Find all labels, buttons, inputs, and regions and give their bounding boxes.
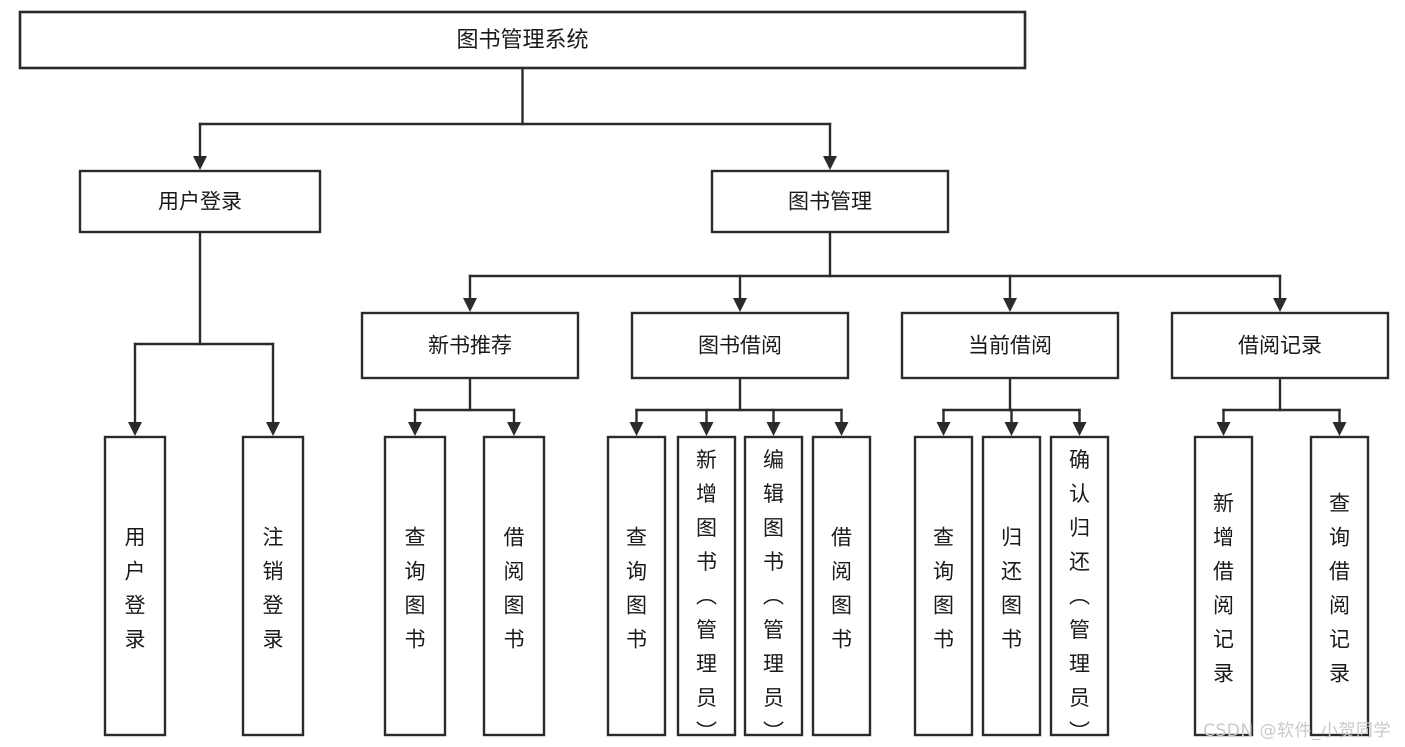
node-new-book-recommend[interactable]: 新书推荐 [360,311,580,380]
node-label-leaf-add-book: 新增图书︵管理员︶ [696,448,717,744]
edge-group-current-borrow [936,376,1087,436]
arrow-head-icon [408,422,422,436]
edge-group-borrow-record [1216,376,1347,436]
node-box-current-borrow [900,311,1120,380]
node-leaf-edit-book[interactable]: 编辑图书︵管理员︶ [743,435,804,744]
node-book-manage[interactable]: 图书管理 [710,169,950,234]
node-leaf-confirm-return[interactable]: 确认归还︵管理员︶ [1049,435,1110,744]
arrow-head-icon [1216,422,1231,436]
node-label-current-borrow: 当前借阅 [968,334,1052,358]
node-label-leaf-edit-book: 编辑图书︵管理员︶ [763,448,784,744]
node-leaf-add-book[interactable]: 新增图书︵管理员︶ [676,435,737,744]
arrow-head-icon [936,422,951,436]
node-box-leaf-query-record [1309,435,1370,737]
node-leaf-query-book-3[interactable]: 查询图书 [913,435,974,737]
node-box-leaf-add-record [1193,435,1254,737]
node-box-leaf-return-book [981,435,1042,737]
node-box-root [18,10,1027,70]
node-box-user-login [78,169,322,234]
arrow-head-icon [823,156,837,170]
arrow-head-icon [266,422,280,436]
node-label-leaf-borrow-book-2: 借阅图书 [831,526,852,652]
arrow-head-icon [1004,422,1019,436]
edge-group-new-book-recommend [408,376,521,436]
arrow-head-icon [128,422,142,436]
node-leaf-user-login[interactable]: 用户登录 [103,435,167,737]
node-label-book-borrow: 图书借阅 [698,334,782,358]
node-box-leaf-edit-book [743,435,804,737]
node-label-new-book-recommend: 新书推荐 [428,334,512,358]
node-box-leaf-query-book-1 [383,435,447,737]
edge-group-book-manage [463,230,1287,312]
node-box-leaf-logout [241,435,305,737]
node-box-leaf-confirm-return [1049,435,1110,737]
node-label-leaf-return-book: 归还图书 [1001,526,1022,652]
arrow-head-icon [193,156,207,170]
edge-group-book-borrow [629,376,849,436]
node-leaf-query-book-2[interactable]: 查询图书 [606,435,667,737]
node-box-book-borrow [630,311,850,380]
node-box-borrow-record [1170,311,1390,380]
node-leaf-query-book-1[interactable]: 查询图书 [383,435,447,737]
arrow-head-icon [507,422,521,436]
node-root[interactable]: 图书管理系统 [18,10,1027,70]
arrow-head-icon [1003,298,1017,312]
arrow-head-icon [1273,298,1287,312]
node-label-borrow-record: 借阅记录 [1238,334,1322,358]
node-user-login[interactable]: 用户登录 [78,169,322,234]
node-box-leaf-query-book-3 [913,435,974,737]
node-label-root: 图书管理系统 [456,28,588,53]
arrow-head-icon [463,298,477,312]
node-box-leaf-user-login [103,435,167,737]
node-box-leaf-add-book [676,435,737,737]
node-label-leaf-user-login: 用户登录 [125,526,146,652]
nodes-layer: 图书管理系统用户登录图书管理新书推荐图书借阅当前借阅借阅记录用户登录注销登录查询… [18,10,1390,744]
node-leaf-query-record[interactable]: 查询借阅记录 [1309,435,1370,737]
arrow-head-icon [1072,422,1087,436]
node-label-leaf-query-record: 查询借阅记录 [1329,492,1350,686]
node-label-user-login: 用户登录 [158,190,242,214]
csdn-watermark: CSDN @软件_小贺同学 [1203,721,1391,741]
node-label-book-manage: 图书管理 [788,190,872,214]
node-leaf-return-book[interactable]: 归还图书 [981,435,1042,737]
arrow-head-icon [834,422,849,436]
node-label-leaf-add-record: 新增借阅记录 [1213,492,1234,686]
node-box-leaf-query-book-2 [606,435,667,737]
node-box-new-book-recommend [360,311,580,380]
node-label-leaf-borrow-book-1: 借阅图书 [504,526,525,652]
node-leaf-logout[interactable]: 注销登录 [241,435,305,737]
node-label-leaf-query-book-2: 查询图书 [626,526,647,652]
node-borrow-record[interactable]: 借阅记录 [1170,311,1390,380]
node-box-leaf-borrow-book-2 [811,435,872,737]
arrow-head-icon [1332,422,1347,436]
node-label-leaf-logout: 注销登录 [263,526,284,652]
arrow-head-icon [629,422,644,436]
node-leaf-add-record[interactable]: 新增借阅记录 [1193,435,1254,737]
edge-group-root [193,66,837,170]
arrow-head-icon [766,422,781,436]
node-box-book-manage [710,169,950,234]
edge-group-user-login [128,230,280,436]
node-current-borrow[interactable]: 当前借阅 [900,311,1120,380]
arrow-head-icon [699,422,714,436]
node-book-borrow[interactable]: 图书借阅 [630,311,850,380]
node-label-leaf-confirm-return: 确认归还︵管理员︶ [1069,448,1090,744]
node-label-leaf-query-book-3: 查询图书 [933,526,954,652]
node-leaf-borrow-book-1[interactable]: 借阅图书 [482,435,546,737]
edges-layer [128,66,1347,436]
node-box-leaf-borrow-book-1 [482,435,546,737]
arrow-head-icon [733,298,747,312]
node-label-leaf-query-book-1: 查询图书 [405,526,426,652]
node-leaf-borrow-book-2[interactable]: 借阅图书 [811,435,872,737]
